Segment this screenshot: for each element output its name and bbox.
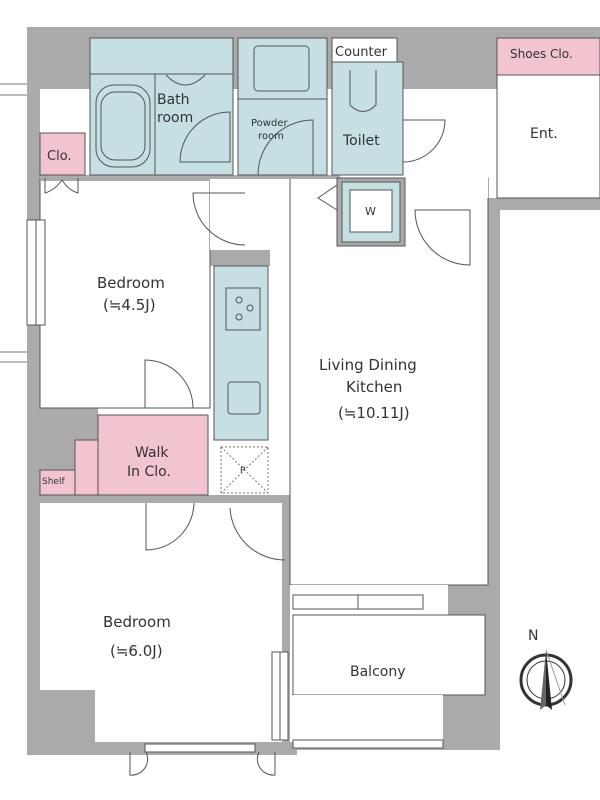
closet <box>39 132 86 176</box>
counter-box <box>331 37 398 63</box>
bedroom1-floor <box>39 177 211 409</box>
shoes-closet-label: Shoes Clo. <box>510 47 573 61</box>
toilet-fixture <box>349 70 377 112</box>
closet-label: Clo. <box>47 149 72 164</box>
sink <box>227 381 261 415</box>
washbasin <box>253 45 310 92</box>
toilet-label: Toilet <box>342 133 380 149</box>
powder-room-label-1: Powder <box>251 118 288 129</box>
bathroom-area <box>89 37 234 176</box>
toilet-area <box>331 61 404 176</box>
counter-label: Counter <box>335 45 388 60</box>
bedroom2-size: (≒6.0J) <box>110 642 163 660</box>
ldk-size: (≒10.11J) <box>338 404 410 422</box>
bedroom1-size: (≒4.5J) <box>103 296 156 314</box>
bedroom1-label: Bedroom <box>97 274 165 292</box>
ldk-label-2: Kitchen <box>346 378 402 396</box>
bedroom2-label: Bedroom <box>103 613 171 631</box>
balcony-label: Balcony <box>350 664 406 680</box>
bathroom-label-2: room <box>157 110 193 126</box>
powder-room-area <box>237 37 328 176</box>
shelf-label: Shelf <box>42 477 65 487</box>
outside-lines <box>0 83 27 363</box>
bathroom-label-1: Bath <box>157 92 190 108</box>
pipe-space-label: P <box>240 466 246 476</box>
compass-north-label: N <box>528 628 538 644</box>
shelf <box>39 469 76 496</box>
pipe-space <box>220 446 269 494</box>
washer-label: W <box>365 205 376 218</box>
north-compass-icon: N <box>519 628 573 710</box>
ldk-label-1: Living Dining <box>319 356 417 374</box>
powder-room-label-2: room <box>258 131 284 142</box>
storage-areas <box>39 37 600 496</box>
entrance-floor <box>496 74 600 199</box>
room-labels: Bath room Powder room Counter Toilet Sho… <box>42 45 573 680</box>
bathtub <box>95 84 151 168</box>
doors <box>44 111 471 776</box>
walk-in-closet-label-2: In Clo. <box>127 464 171 480</box>
wet-area <box>89 37 406 441</box>
washer-pan <box>349 189 393 233</box>
walk-in-closet-label-1: Walk <box>135 445 169 461</box>
shoes-closet <box>496 37 600 76</box>
windows <box>26 219 444 753</box>
balcony-floor <box>292 614 486 696</box>
entrance-label: Ent. <box>530 126 558 142</box>
stove <box>225 287 261 331</box>
